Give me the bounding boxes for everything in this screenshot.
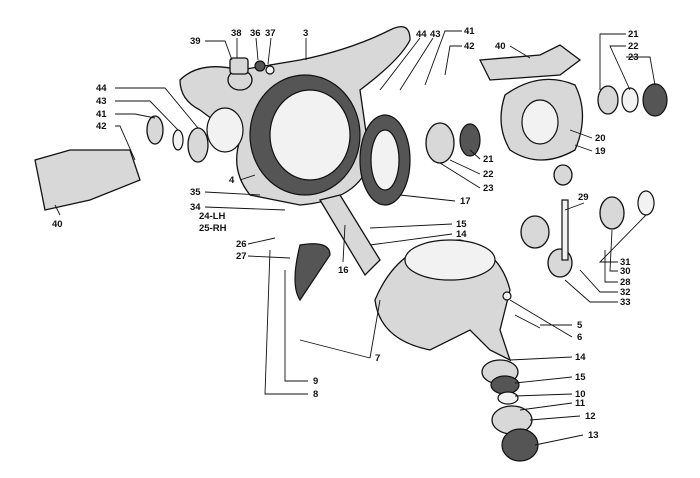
spacer [497,391,519,405]
label-12: 12 [585,411,596,422]
shim-tr [621,87,639,113]
label-29: 29 [578,192,589,203]
leader-lines [54,30,656,446]
label-30: 30 [620,266,631,277]
label-41-left: 41 [96,109,107,120]
label-6: 6 [577,332,582,343]
label-36: 36 [250,28,261,39]
pinion-gear [318,194,381,277]
label-13: 13 [588,430,599,441]
label-44-left: 44 [96,83,107,94]
label-25-rh: 25-RH [199,223,227,234]
label-15-upper: 15 [456,219,467,230]
race-tr [642,83,668,117]
label-37: 37 [265,28,276,39]
label-34: 34 [190,202,201,213]
label-21-top: 21 [628,29,639,40]
ring-gear-bore [370,129,400,191]
output-flange [478,44,582,81]
label-41-top: 41 [464,26,475,37]
label-40-top: 40 [495,41,506,52]
label-16: 16 [338,265,349,276]
case-window [521,99,559,145]
label-11: 11 [575,398,586,409]
label-43-left: 43 [96,96,107,107]
part-labels: 39 38 36 37 3 44 43 41 42 40 21 22 23 44… [52,26,639,441]
pinion-nut [501,428,539,462]
label-7: 7 [375,353,380,364]
bearing-tr [597,85,619,115]
label-23-mid: 23 [483,183,494,194]
label-42-top: 42 [464,41,475,52]
label-44-top: 44 [416,29,427,40]
label-19: 19 [595,146,606,157]
cross-pin [561,199,569,261]
housing-flange-face [404,239,496,281]
label-40-left: 40 [52,219,63,230]
washer-6 [502,291,512,301]
label-14-upper: 14 [456,229,467,240]
label-14-lower: 14 [575,352,586,363]
label-22-mid: 22 [483,169,494,180]
label-8: 8 [313,389,318,400]
side-gear [520,215,550,249]
label-32: 32 [620,287,631,298]
label-5: 5 [577,320,583,331]
label-31: 31 [620,257,631,268]
label-10: 10 [575,389,586,400]
label-17: 17 [460,196,471,207]
planet-gear-top [553,164,573,186]
label-24-lh: 24-LH [199,211,226,222]
label-27: 27 [236,251,247,262]
label-35: 35 [190,187,201,198]
collar-left [187,127,209,163]
differential-housing [179,26,411,206]
seal-left [172,129,184,151]
label-22-top: 22 [628,41,639,52]
label-3: 3 [303,28,308,39]
bearing-strap [294,243,331,302]
label-23-top: 23 [628,52,639,63]
bearing-left [146,115,164,145]
label-15-lower: 15 [575,372,586,383]
label-33: 33 [620,297,631,308]
label-38: 38 [231,28,242,39]
bearing [425,122,455,164]
label-42-left: 42 [96,121,107,132]
label-39: 39 [190,36,201,47]
bearing-15 [490,375,520,395]
label-4: 4 [229,175,235,186]
drive-flange-left [34,149,141,211]
label-43-top: 43 [430,29,441,40]
bolt-5 [514,314,541,329]
label-26: 26 [236,239,247,250]
label-20: 20 [595,133,606,144]
thrust-washer [637,190,655,216]
label-28: 28 [620,277,631,288]
label-9: 9 [313,376,318,387]
bearing-race [459,123,481,157]
side-gear-31 [599,196,625,230]
label-21-mid: 21 [483,154,494,165]
